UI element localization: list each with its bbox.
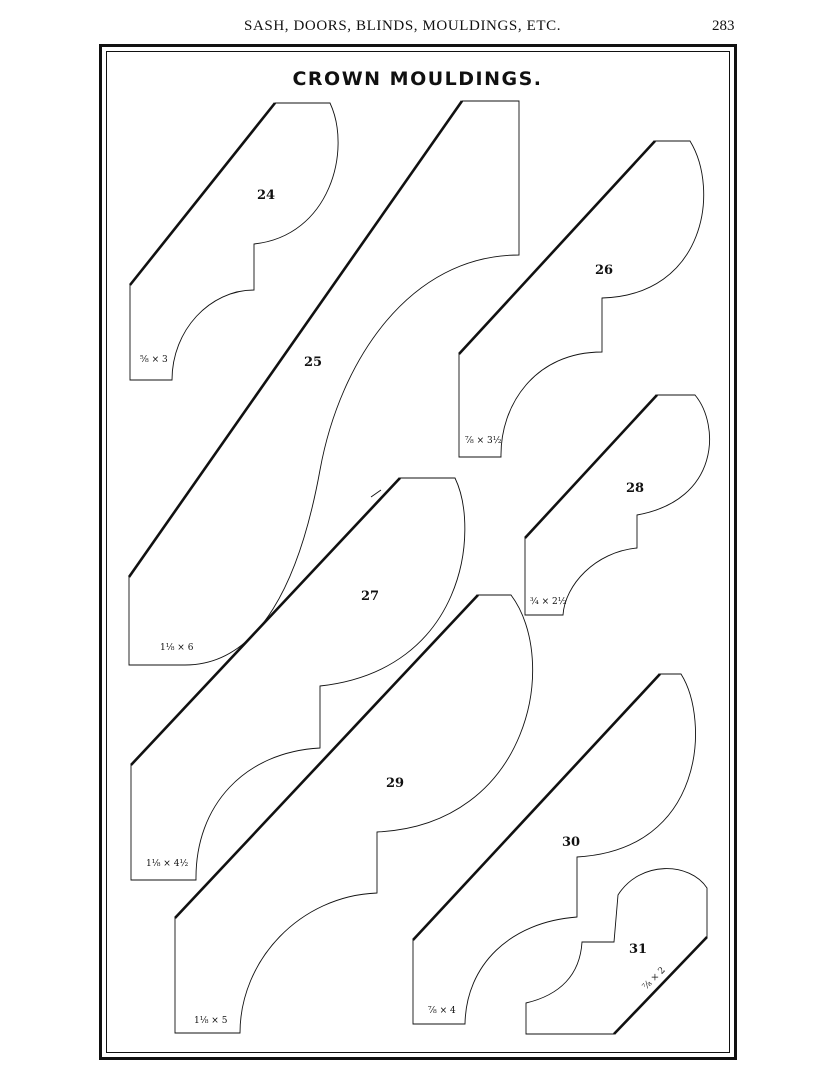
moulding-28-size: ¾ × 2½ xyxy=(530,596,567,607)
plate-inner-border xyxy=(106,51,730,1053)
moulding-31-size: ⅞ × 2 xyxy=(641,965,668,992)
moulding-30: 30 ⅞ × 4 xyxy=(412,673,696,1025)
moulding-25: 25 1⅛ × 6 xyxy=(127,100,520,666)
running-head: SASH, DOORS, BLINDS, MOULDINGS, ETC. xyxy=(244,18,562,34)
plate-outer-border xyxy=(99,44,737,1060)
moulding-29-size: 1⅛ × 5 xyxy=(194,1016,228,1026)
moulding-25-size: 1⅛ × 6 xyxy=(160,643,194,653)
moulding-24-number: 24 xyxy=(257,188,275,203)
moulding-31: 31 ⅞ × 2 xyxy=(525,868,708,1035)
moulding-29: 29 1⅛ × 5 xyxy=(174,594,534,1034)
moulding-26-size: ⅞ × 3½ xyxy=(465,435,502,446)
plate-title: CROWN MOULDINGS. xyxy=(292,68,543,90)
moulding-27-number: 27 xyxy=(361,589,379,604)
moulding-28: 28 ¾ × 2½ xyxy=(524,394,710,616)
moulding-26-number: 26 xyxy=(595,263,613,278)
moulding-24: 24 ⅝ × 3 xyxy=(128,102,339,381)
moulding-24-size: ⅝ × 3 xyxy=(140,355,168,365)
moulding-31-number: 31 xyxy=(629,942,647,957)
page-number: 283 xyxy=(712,18,735,34)
moulding-28-number: 28 xyxy=(626,481,644,496)
moulding-25-number: 25 xyxy=(304,355,322,370)
moulding-30-number: 30 xyxy=(562,835,580,850)
moulding-26: 26 ⅞ × 3½ xyxy=(458,140,705,458)
moulding-29-number: 29 xyxy=(386,776,404,791)
moulding-27: 27 1⅛ × 4½ xyxy=(130,477,466,881)
moulding-27-size: 1⅛ × 4½ xyxy=(146,858,188,869)
moulding-30-size: ⅞ × 4 xyxy=(428,1006,456,1016)
